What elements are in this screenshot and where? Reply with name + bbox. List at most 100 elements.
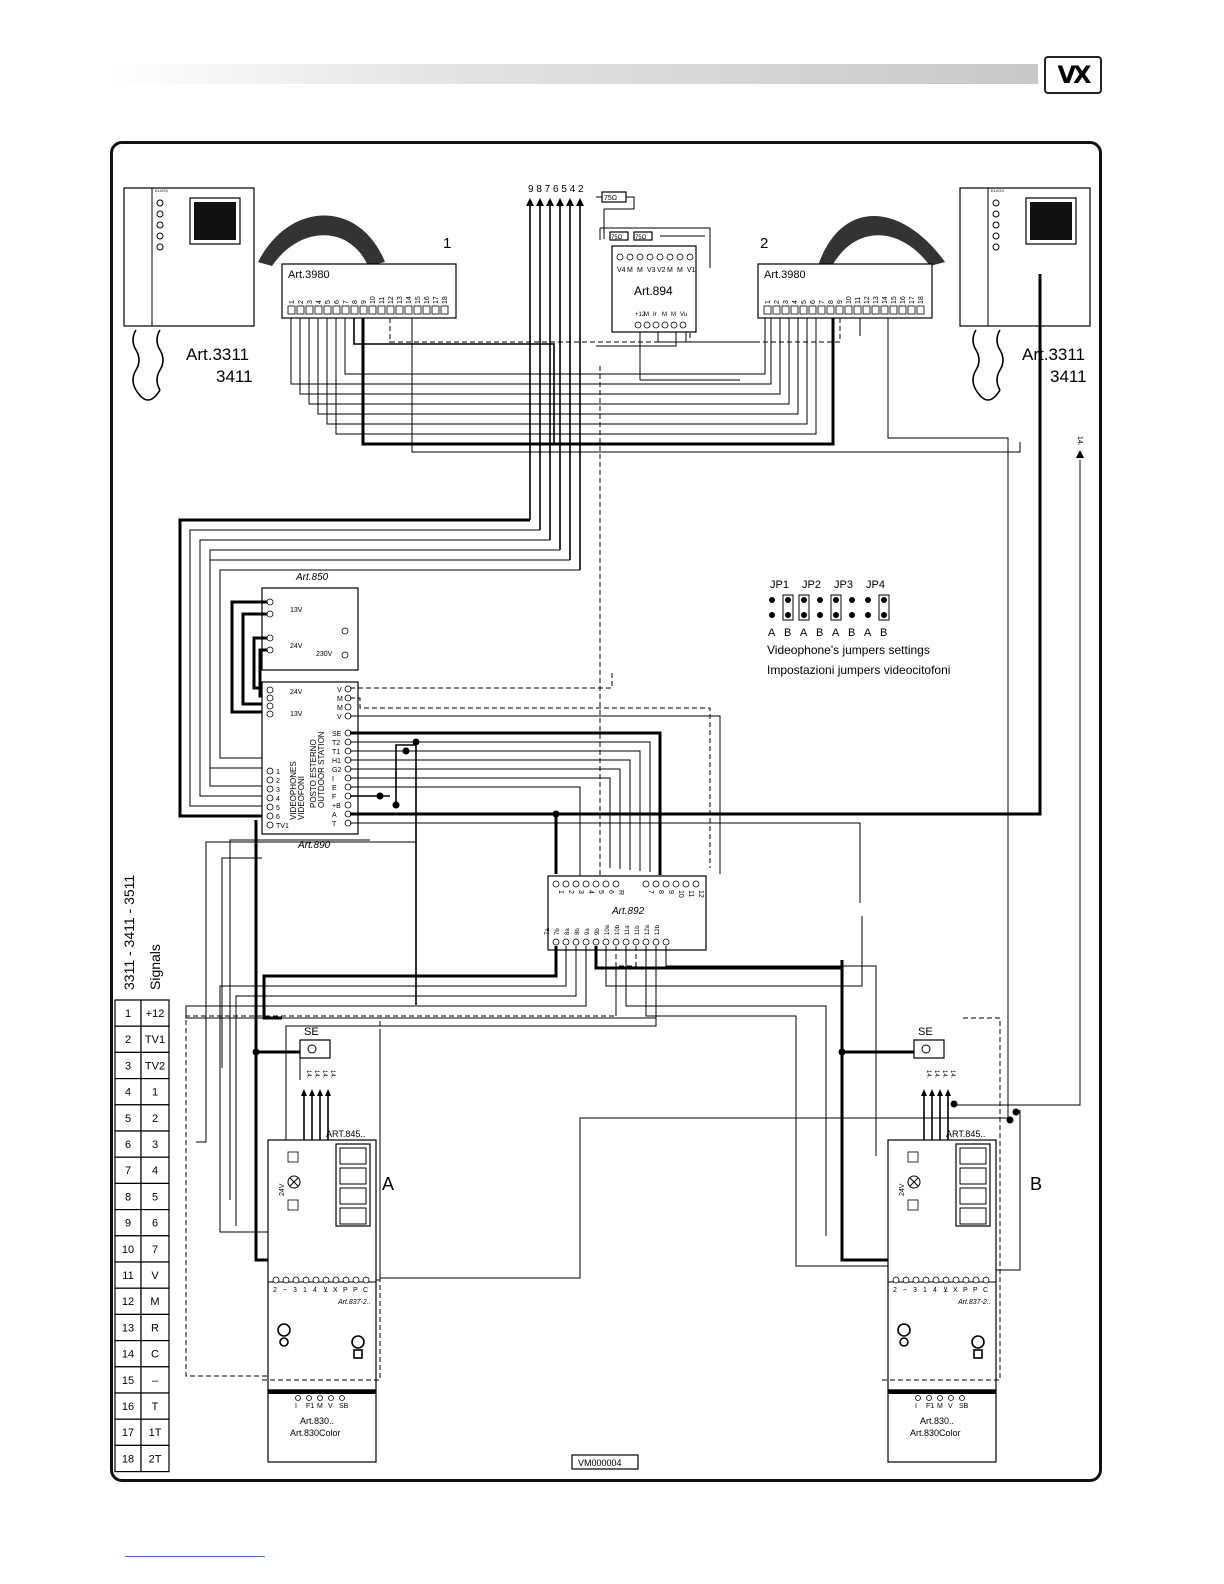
- terminal-label: 9: [361, 300, 368, 304]
- terminal-screw: [676, 253, 684, 261]
- signal-index: 12: [122, 1296, 134, 1308]
- terminal-label: G2: [332, 767, 341, 774]
- terminal-label: 5: [276, 805, 280, 812]
- signal-index: 14: [122, 1349, 134, 1361]
- terminal-screw: [287, 305, 296, 315]
- svg-text:POSTO ESTERNO: POSTO ESTERNO: [309, 739, 318, 808]
- terminal-screw: [344, 801, 352, 809]
- terminal-label: 2: [273, 1287, 277, 1294]
- button-module: [955, 1143, 991, 1227]
- terminal-label: 7: [343, 300, 350, 304]
- terminal-label: 6: [810, 300, 817, 304]
- panel-side-label: B: [1030, 1174, 1042, 1194]
- terminal-screw: [853, 305, 862, 315]
- terminal-screw: [352, 1276, 360, 1284]
- terminal-label: P: [963, 1287, 968, 1294]
- signal-name: T: [152, 1401, 159, 1413]
- terminal-screw: [662, 938, 670, 946]
- svg-text:14.: 14.: [1076, 436, 1083, 446]
- terminal-screw: [763, 305, 772, 315]
- audio-video-unit-art890: Art.890 24V 13V VIDEOPHONES VIDEOFONI PO…: [261, 681, 359, 851]
- signal-name-cell: [140, 1235, 170, 1263]
- signal-index-cell: [114, 1077, 142, 1106]
- terminal-label: C: [363, 1287, 368, 1294]
- signal-index-cell: [114, 1313, 142, 1342]
- button-module-label: ART.845..: [946, 1129, 985, 1139]
- terminal-screw: [342, 1276, 350, 1284]
- terminal-screw: [341, 305, 350, 315]
- terminal-screw: [636, 253, 644, 261]
- terminal-screw: [952, 1276, 960, 1284]
- terminal-label: SB: [339, 1403, 349, 1410]
- signal-index: 4: [125, 1087, 131, 1099]
- signal-name-cell: [140, 1313, 170, 1342]
- terminal-screw: [377, 305, 386, 315]
- terminal-screw: [948, 1395, 954, 1401]
- terminal-label: 9a: [585, 928, 591, 935]
- camera-label-1: Art.830..: [920, 1416, 954, 1426]
- resistor-75-ohm: 75Ω: [596, 191, 635, 239]
- terminal-screw: [332, 1276, 340, 1284]
- terminal-screw: [344, 703, 352, 711]
- terminal-screw: [942, 1276, 950, 1284]
- terminal-screw: [572, 880, 580, 888]
- terminal-screw: [634, 321, 642, 329]
- terminal-screw: [808, 305, 817, 315]
- terminal-screw: [431, 305, 440, 315]
- signal-name: 7: [152, 1244, 158, 1256]
- terminal-label: 3: [307, 300, 314, 304]
- signal-index: 16: [122, 1401, 134, 1413]
- terminal-screw: [646, 253, 654, 261]
- terminal-screw: [602, 938, 610, 946]
- terminal-label: 18: [918, 296, 925, 304]
- signal-name-cell: [140, 1025, 170, 1053]
- terminal-screw: [662, 880, 670, 888]
- terminal-screw: [266, 803, 274, 811]
- terminal-label: 10: [677, 890, 684, 898]
- terminal-label: 15: [415, 296, 422, 304]
- terminal-label: 13: [397, 296, 404, 304]
- terminal-screw: [562, 880, 570, 888]
- svg-text:VIDEOPHONES: VIDEOPHONES: [289, 761, 298, 820]
- terminal-label: M: [671, 312, 676, 318]
- monitor-left: ELVOX Art.3311 3411: [123, 187, 255, 401]
- terminal-screw: [317, 1395, 323, 1401]
- call-button: [339, 1207, 367, 1225]
- terminal-label: SB: [959, 1403, 969, 1410]
- terminal-screw: [632, 938, 640, 946]
- terminal-screw: [959, 1395, 965, 1401]
- ribbon-cable-left: [258, 215, 385, 266]
- terminal-screw: [306, 1395, 312, 1401]
- camera-label-2: Art.830Color: [290, 1428, 341, 1438]
- terminal-label: 14: [882, 296, 889, 304]
- jumper-letter: B: [848, 627, 855, 639]
- terminal-label: V: [328, 1403, 333, 1410]
- terminal-label: 7a: [545, 928, 551, 935]
- svg-text:75Ω: 75Ω: [635, 235, 647, 241]
- signal-name: M: [150, 1296, 159, 1308]
- signal-name-cell: [140, 1130, 170, 1158]
- terminal-label: 18: [442, 296, 449, 304]
- signal-name: 4: [152, 1165, 158, 1177]
- svg-text:24V: 24V: [290, 643, 303, 650]
- terminal-screw: [652, 938, 660, 946]
- terminal-label: 15: [891, 296, 898, 304]
- signal-name: V: [151, 1270, 159, 1282]
- terminal-label: 8: [352, 300, 359, 304]
- terminal-screw: [422, 305, 431, 315]
- terminal-label: I: [915, 1403, 917, 1410]
- terminal-label: X: [953, 1287, 958, 1294]
- svg-text:75Ω: 75Ω: [611, 235, 623, 241]
- signal-index-cell: [114, 1130, 142, 1158]
- terminal-label: 1: [923, 1287, 927, 1294]
- svg-text:9 8 7 6 5 4 2: 9 8 7 6 5 4 2: [528, 184, 584, 195]
- terminal-screw: [572, 938, 580, 946]
- monitor-right-label2: 3411: [1050, 367, 1087, 386]
- terminal-screw: [652, 880, 660, 888]
- jumper-cap: [798, 594, 810, 621]
- arrow-label: 14.: [925, 1070, 931, 1079]
- terminal-label: +B: [332, 803, 341, 810]
- terminal-label: 6: [276, 814, 280, 821]
- speaker-icon: [971, 1335, 985, 1349]
- signal-index: 7: [125, 1165, 131, 1177]
